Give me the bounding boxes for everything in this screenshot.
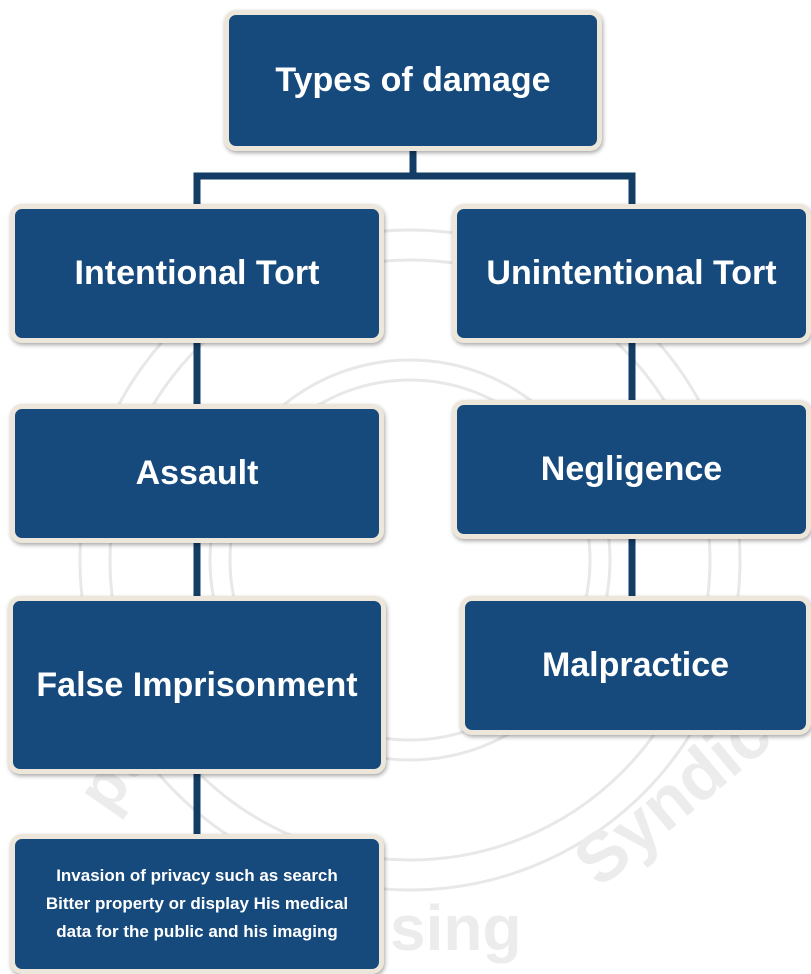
node-intentional-tort-label: Intentional Tort [74,254,320,292]
node-invasion-of-privacy: Invasion of privacy such as search Bitte… [10,834,384,974]
node-malpractice-label: Malpractice [541,646,730,684]
node-negligence-label: Negligence [540,450,723,488]
node-intentional-tort: Intentional Tort [10,204,384,343]
node-invasion-of-privacy-label: Invasion of privacy such as search Bitte… [45,866,349,941]
node-unintentional-tort: Unintentional Tort [452,204,811,343]
node-false-imprisonment-label: False Imprisonment [36,665,358,704]
node-false-imprisonment: False Imprisonment [8,596,386,774]
node-assault-label: Assault [135,454,259,492]
root-node-types-of-damage: Types of damage [224,10,602,151]
node-malpractice: Malpractice [460,596,811,735]
node-assault: Assault [10,404,384,543]
root-node-label: Types of damage [275,61,551,99]
node-unintentional-tort-label: Unintentional Tort [486,254,777,292]
node-negligence: Negligence [452,400,811,539]
